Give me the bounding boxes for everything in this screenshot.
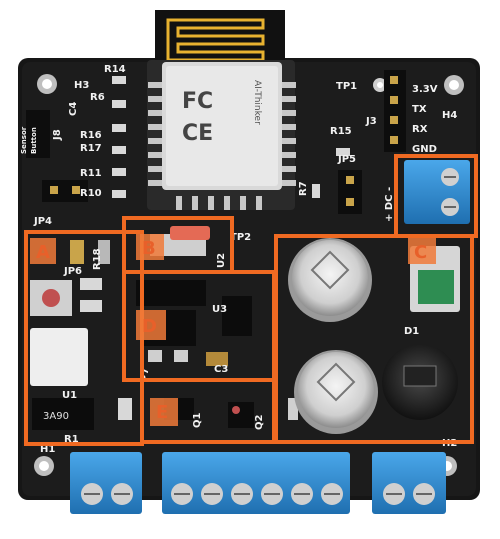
bottom-terminal-center [162, 452, 350, 514]
label-jp6: JP6 [63, 266, 82, 277]
mounting-hole-h1 [34, 456, 54, 476]
jumper-jp4 [42, 180, 88, 202]
ic-marking: 3A90 [43, 411, 69, 422]
label-c4: C4 [68, 102, 79, 116]
label-r16: R16 [80, 130, 102, 141]
connector-j8 [26, 110, 50, 158]
label-pin-gnd: GND [412, 144, 437, 155]
module-mark-ce: CE [182, 121, 213, 146]
label-r17: R17 [80, 143, 102, 154]
zone-terminal-box [394, 154, 478, 238]
zone-b-letter: B [142, 238, 156, 259]
inductor-d1-coil [382, 344, 458, 420]
label-q1: Q1 [192, 412, 203, 428]
label-p7: P7 [140, 368, 151, 382]
label-dc-input: + DC - [384, 187, 395, 222]
label-tp2: TP2 [230, 232, 251, 243]
zone-a-letter: A [36, 242, 50, 263]
label-h4: H4 [442, 110, 457, 121]
label-jp5: JP5 [337, 154, 356, 165]
mounting-hole-h3 [37, 74, 57, 94]
label-r14: R14 [104, 64, 126, 75]
dc-input-terminal [404, 160, 470, 224]
label-tp1: TP1 [336, 81, 357, 92]
module-mark-fc: FC [182, 89, 213, 114]
label-j3: J3 [365, 116, 377, 127]
label-u3: U3 [212, 304, 227, 315]
label-pin-rx: RX [412, 124, 428, 135]
label-r18: R18 [92, 248, 103, 270]
label-u2: U2 [216, 253, 227, 268]
capacitor-c2 [294, 350, 378, 434]
label-h3: H3 [74, 80, 89, 91]
label-c3: C3 [214, 364, 228, 375]
label-r11: R11 [80, 168, 102, 179]
bottom-terminal-right [372, 452, 446, 514]
label-r10: R10 [80, 188, 102, 199]
zone-d-letter: D [142, 316, 157, 337]
label-pin-tx: TX [412, 104, 427, 115]
zone-d: D [122, 270, 276, 382]
label-button: Button [30, 127, 38, 154]
label-u1: U1 [62, 390, 77, 401]
label-r1: R1 [64, 434, 79, 445]
label-r7: R7 [298, 181, 309, 196]
label-q2: Q2 [254, 414, 265, 430]
module-brand: AI-Thinker [252, 80, 262, 125]
jumper-jp5 [338, 170, 362, 214]
resistor-array [112, 76, 350, 198]
label-h1: H1 [40, 444, 55, 455]
zone-e: E [140, 378, 276, 444]
wifi-module: FC CE AI-Thinker [147, 10, 296, 210]
zone-c-letter: C [414, 242, 427, 263]
label-d1: D1 [404, 326, 419, 337]
bottom-terminal-left [70, 452, 142, 514]
capacitor-c1 [288, 238, 372, 322]
label-r6: R6 [90, 92, 105, 103]
label-j8: J8 [52, 129, 63, 141]
label-r15: R15 [330, 126, 352, 137]
label-jp4: JP4 [33, 216, 52, 227]
serial-header-j3 [384, 70, 406, 152]
test-point-tp1 [373, 78, 387, 92]
zone-a-components: 3A90 [30, 240, 132, 430]
label-sensor: Sensor [20, 126, 28, 154]
mounting-hole-h4 [444, 75, 464, 95]
zone-e-letter: E [156, 402, 168, 423]
label-pin-3v3: 3.3V [412, 84, 438, 95]
